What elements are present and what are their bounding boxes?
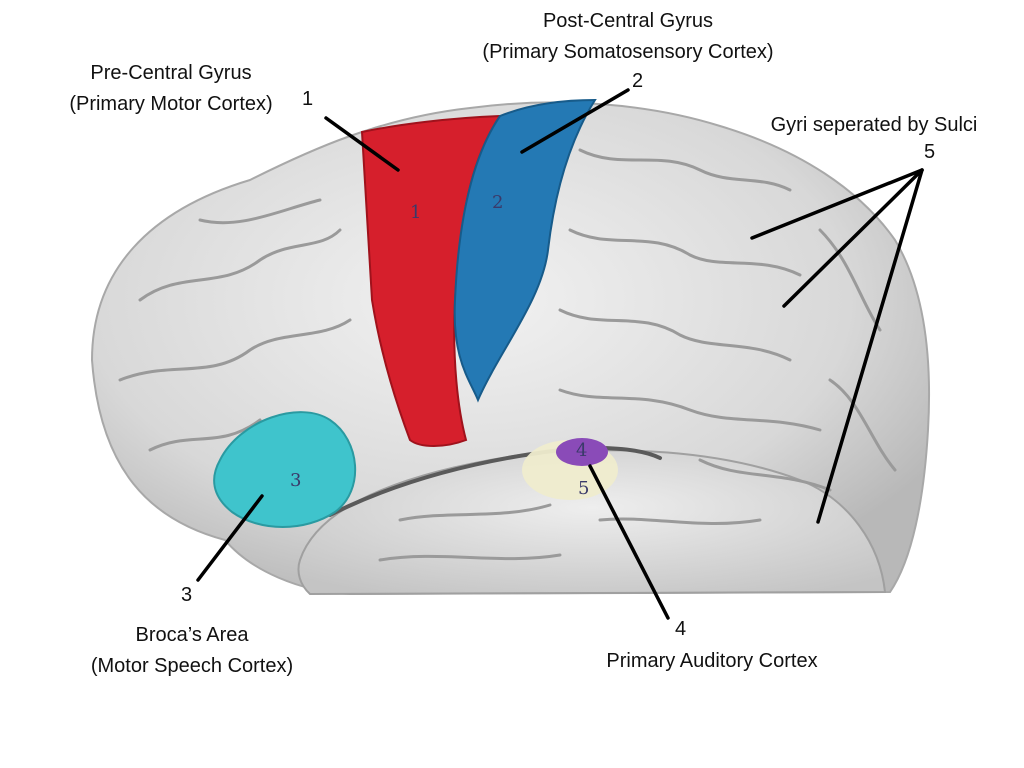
label-primary-auditory-cortex: Primary Auditory Cortex [566,646,858,677]
label-gyri-sulci: Gyri seperated by Sulci [736,110,1012,141]
label-3-line1: Broca’s Area [135,624,249,646]
label-post-central-gyrus: Post-Central Gyrus (Primary Somatosensor… [436,6,820,68]
primary-auditory-cortex-region [556,438,608,466]
model-mark-5: 5 [578,478,589,499]
label-1-line2: (Primary Motor Cortex) [69,93,273,115]
leader-line-2 [520,88,630,154]
label-pre-central-gyrus: Pre-Central Gyrus (Primary Motor Cortex) [36,58,306,120]
leader-line-3 [196,494,264,582]
leader-line-5b [782,168,924,308]
label-1-number: 1 [302,88,314,110]
leader-line-5a [750,168,924,240]
label-4-number: 4 [675,618,687,640]
label-5-number: 5 [924,141,936,163]
leader-line-1 [324,116,400,172]
leader-lines [196,88,924,620]
label-2-number: 2 [632,70,644,92]
model-mark-4: 4 [576,440,587,461]
label-2-line2: (Primary Somatosensory Cortex) [482,41,774,63]
post-central-gyrus-region [453,98,597,403]
label-4-line1: Primary Auditory Cortex [606,650,818,672]
label-3-number: 3 [181,584,193,606]
model-mark-1: 1 [410,202,421,223]
model-mark-2: 2 [492,192,503,213]
label-1-line1: Pre-Central Gyrus [90,62,252,84]
leader-line-4 [588,464,670,620]
label-5-line1: Gyri seperated by Sulci [770,114,978,136]
brocas-area-region [213,411,356,528]
label-brocas-area: Broca’s Area (Motor Speech Cortex) [52,620,332,682]
leader-line-5c [816,168,924,524]
sulci-texture [118,148,897,562]
model-mark-3: 3 [290,470,301,491]
label-3-line2: (Motor Speech Cortex) [90,655,294,677]
label-2-line1: Post-Central Gyrus [542,10,714,32]
